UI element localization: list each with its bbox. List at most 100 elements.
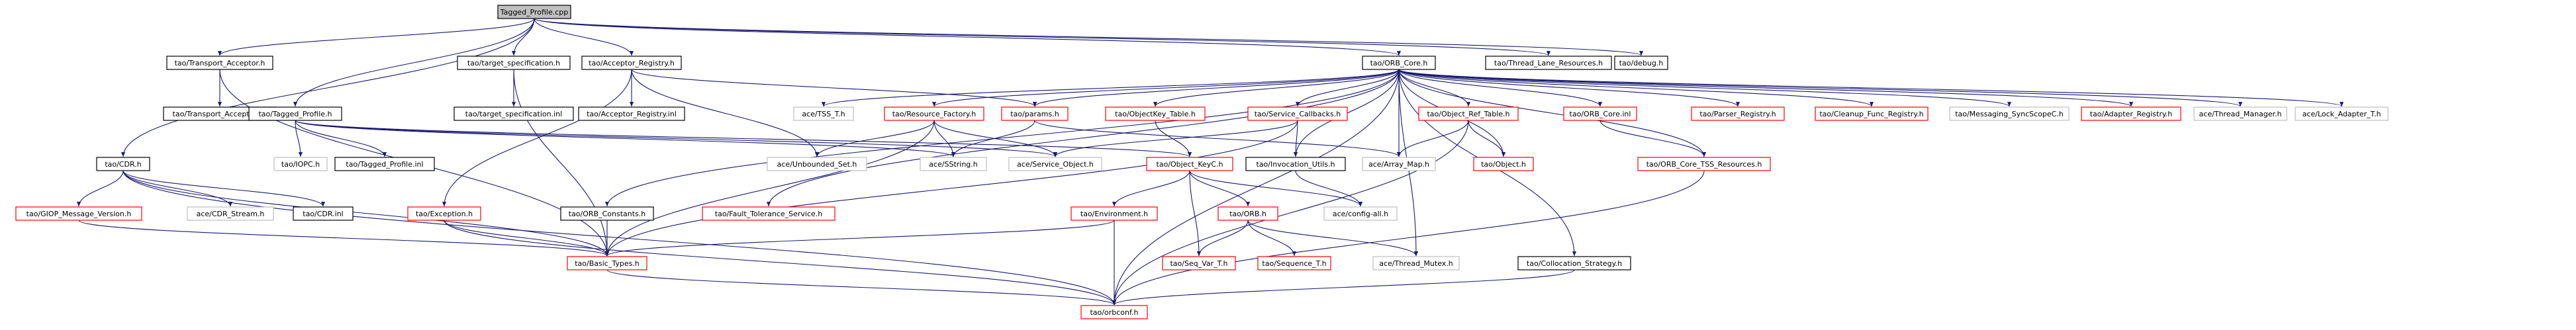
edge-orb_h-to-seq_var_t_h <box>1196 220 1249 257</box>
node-orb_core_tss_resources_h[interactable]: tao/ORB_Core_TSS_Resources.h <box>1637 157 1771 171</box>
edge-orb_core_h-to-lock_adapter_t_h <box>1398 69 2344 107</box>
edge-orb_core_h-to-object_ref_table_h <box>1398 69 1471 107</box>
node-sequence_t_h[interactable]: tao/Sequence_T.h <box>1257 256 1331 270</box>
node-orbconf_h[interactable]: tao/orbconf.h <box>1080 305 1148 319</box>
node-orb_core_h[interactable]: tao/ORB_Core.h <box>1362 56 1436 70</box>
edge-orb_core_h-to-adapter_registry_h <box>1398 69 2133 107</box>
edge-tagged_profile_h-to-iopc_h <box>295 120 303 157</box>
node-transport_acceptor_inl[interactable]: tao/Transport_Acceptor.inl <box>163 106 277 121</box>
node-sstring_h[interactable]: ace/SString.h <box>920 157 987 171</box>
node-params_h[interactable]: tao/params.h <box>1001 106 1069 121</box>
node-transport_acceptor_h[interactable]: tao/Transport_Acceptor.h <box>166 56 273 70</box>
node-config_all_h[interactable]: ace/config-all.h <box>1323 206 1398 221</box>
edge-service_callbacks_h-to-service_object_h <box>1053 120 1298 157</box>
node-target_specification_h[interactable]: tao/target_specification.h <box>457 56 571 70</box>
node-fault_tolerance_service_h[interactable]: tao/Fault_Tolerance_Service.h <box>702 206 835 221</box>
node-box <box>1162 256 1236 270</box>
node-acceptor_registry_inl[interactable]: tao/Acceptor_Registry.inl <box>578 106 685 121</box>
node-cdr_inl[interactable]: tao/CDR.inl <box>293 206 354 221</box>
node-array_map_h[interactable]: ace/Array_Map.h <box>1362 157 1436 171</box>
node-lock_adapter_t_h[interactable]: ace/Lock_Adapter_T.h <box>2295 106 2389 121</box>
node-objectkey_table_h[interactable]: tao/ObjectKey_Table.h <box>1105 106 1206 121</box>
node-label: tao/Object_KeyC.h <box>1157 160 1223 169</box>
node-collocation_strategy_h[interactable]: tao/Collocation_Strategy.h <box>1517 256 1631 270</box>
node-box <box>2193 106 2287 121</box>
node-label: tao/Object_Ref_Table.h <box>1427 110 1509 118</box>
edge-orb_core_h-to-params_h <box>1033 69 1400 107</box>
node-invocation_utils_h[interactable]: tao/Invocation_Utils.h <box>1245 157 1346 171</box>
node-exception_h[interactable]: tao/Exception.h <box>407 206 481 221</box>
node-thread_mutex_h[interactable]: ace/Thread_Mutex.h <box>1372 256 1460 270</box>
node-box <box>1362 157 1436 171</box>
edge-orb_core_inl-to-orb_core_tss_resources_h <box>1599 120 1707 157</box>
edge-tagged_profile_h-to-tagged_profile_i <box>295 120 387 157</box>
node-box <box>15 206 142 221</box>
node-label: tao/ORB_Core.inl <box>1570 110 1631 118</box>
node-box <box>767 157 867 171</box>
edge-acceptor_registry_h-to-params_h <box>631 69 1037 107</box>
node-basic_types_h[interactable]: tao/Basic_Types.h <box>567 256 647 270</box>
node-box <box>1614 56 1668 70</box>
edge-resource_factory_h-to-sstring_h <box>933 120 956 157</box>
node-label: tao/Basic_Types.h <box>575 259 640 268</box>
node-label: tao/Service_Callbacks.h <box>1255 110 1341 118</box>
node-box <box>457 56 571 70</box>
node-box <box>1362 56 1436 70</box>
edge-orb_core_h-to-cleanup_func_registry_h <box>1398 69 1874 107</box>
node-orb_h[interactable]: tao/ORB.h <box>1217 206 1278 221</box>
node-giop_message_version_h[interactable]: tao/GIOP_Message_Version.h <box>15 206 142 221</box>
node-thread_manager_h[interactable]: ace/Thread_Manager.h <box>2193 106 2287 121</box>
node-label: tao/debug.h <box>1619 59 1664 67</box>
node-service_object_h[interactable]: ace/Service_Object.h <box>1008 157 1102 171</box>
node-object_ref_table_h[interactable]: tao/Object_Ref_Table.h <box>1418 106 1519 121</box>
node-cdr_h[interactable]: tao/CDR.h <box>96 157 150 171</box>
edge-cdr_h-to-basic_types_h <box>122 170 609 257</box>
node-box <box>1473 157 1534 171</box>
node-box <box>578 106 685 121</box>
node-adapter_registry_h[interactable]: tao/Adapter_Registry.h <box>2081 106 2181 121</box>
node-tss_t_h[interactable]: ace/TSS_T.h <box>793 106 854 121</box>
node-label: ace/SString.h <box>929 160 978 169</box>
edge-cdr_h-to-cdr_inl <box>122 170 325 207</box>
node-environment_h[interactable]: tao/Environment.h <box>1071 206 1158 221</box>
node-object_keyc_h[interactable]: tao/Object_KeyC.h <box>1146 157 1233 171</box>
node-label: tao/Tagged_Profile.inl <box>346 160 423 169</box>
node-thread_lane_resources_h[interactable]: tao/Thread_Lane_Resources.h <box>1485 56 1612 70</box>
node-box <box>793 106 854 121</box>
edge-tagged_profile_cpp-to-orb_core_h <box>534 18 1401 56</box>
node-box <box>920 157 987 171</box>
nodes-layer: Tagged_Profile.cpp tao/Transport_Acceptor… <box>15 5 2389 319</box>
node-label: tao/Acceptor_Registry.inl <box>587 110 677 118</box>
node-resource_factory_h[interactable]: tao/Resource_Factory.h <box>884 106 984 121</box>
node-cleanup_func_registry_h[interactable]: tao/Cleanup_Func_Registry.h <box>1815 106 1929 121</box>
node-object_h[interactable]: tao/Object.h <box>1473 157 1534 171</box>
node-box <box>497 5 571 19</box>
edge-object_ref_table_h-to-array_map_h <box>1396 120 1469 157</box>
edge-exception_h-to-basic_types_h <box>444 220 610 257</box>
edge-object_keyc_h-to-environment_h <box>1112 170 1190 207</box>
node-acceptor_registry_h[interactable]: tao/Acceptor_Registry.h <box>581 56 682 70</box>
node-unbounded_set_h[interactable]: ace/Unbounded_Set.h <box>767 157 867 171</box>
edge-orb_core_h-to-messaging_syncscopec_h <box>1398 69 2011 107</box>
node-orb_core_inl[interactable]: tao/ORB_Core.inl <box>1563 106 1637 121</box>
node-parser_registry_h[interactable]: tao/Parser_Registry.h <box>1691 106 1785 121</box>
node-service_callbacks_h[interactable]: tao/Service_Callbacks.h <box>1247 106 1348 121</box>
edge-cdr_h-to-orbconf_h <box>122 170 1116 306</box>
edge-collocation_strategy_h-to-orbconf_h <box>1112 269 1575 306</box>
node-debug_h[interactable]: tao/debug.h <box>1614 56 1668 70</box>
node-seq_var_t_h[interactable]: tao/Seq_Var_T.h <box>1162 256 1236 270</box>
node-tagged_profile_h[interactable]: tao/Tagged_Profile.h <box>248 106 342 121</box>
edge-tagged_profile_cpp-to-thread_lane_resources_h <box>534 18 1550 56</box>
node-box <box>1080 305 1148 319</box>
node-iopc_h[interactable]: tao/IOPC.h <box>273 157 328 171</box>
node-label: tao/ORB_Core_TSS_Resources.h <box>1646 160 1762 169</box>
node-tagged_profile_cpp[interactable]: Tagged_Profile.cpp <box>497 5 571 19</box>
node-tagged_profile_i[interactable]: tao/Tagged_Profile.inl <box>334 157 435 171</box>
node-messaging_syncscopec_h[interactable]: tao/Messaging_SyncScopeC.h <box>1949 106 2070 121</box>
node-orb_constants_h[interactable]: tao/ORB_Constants.h <box>560 206 654 221</box>
node-cdr_stream_h[interactable]: ace/CDR_Stream.h <box>187 206 274 221</box>
node-target_specification_inl[interactable]: tao/target_specification.inl <box>453 106 574 121</box>
edge-object_ref_table_h-to-orbconf_h <box>1112 120 1469 306</box>
edge-tagged_profile_h-to-service_object_h <box>295 120 1057 157</box>
